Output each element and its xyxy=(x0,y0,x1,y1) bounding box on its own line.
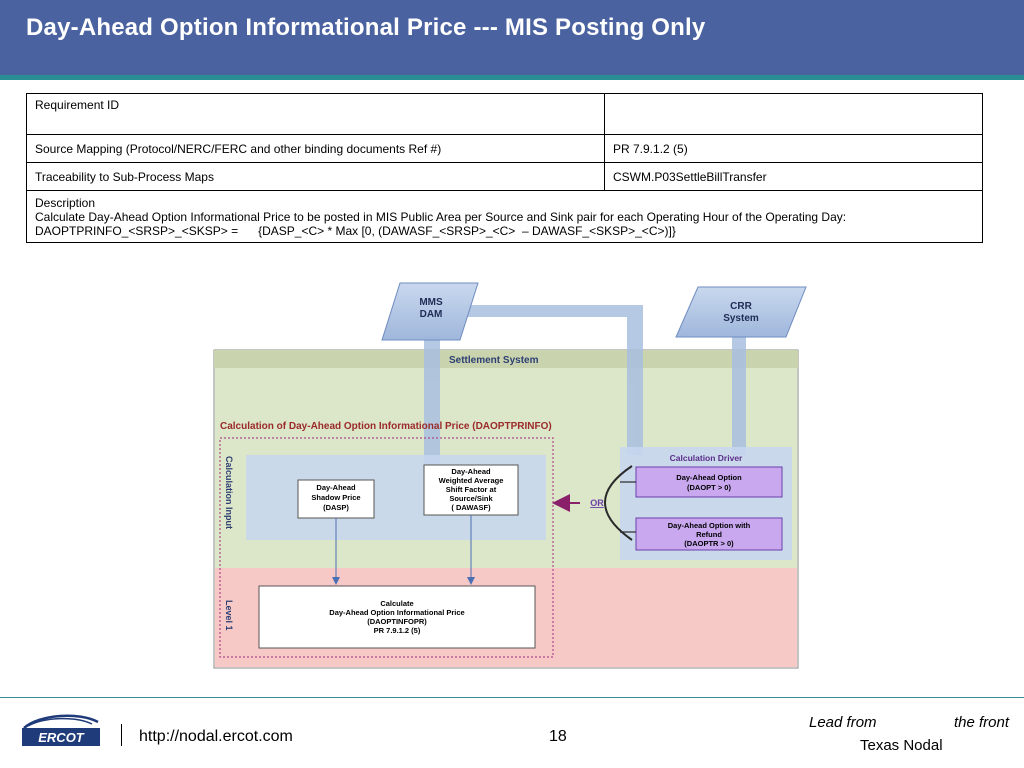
crr-system-node: CRR System xyxy=(675,286,807,338)
daopt-line-1: Day-Ahead Option xyxy=(676,473,742,482)
title-divider xyxy=(0,75,1024,80)
source-mapping-value: PR 7.9.1.2 (5) xyxy=(604,134,983,163)
footer-url-link[interactable]: http://nodal.ercot.com xyxy=(139,728,293,745)
footer-divider xyxy=(0,697,1024,698)
dam-label: DAM xyxy=(420,309,443,320)
or-connector: OR xyxy=(552,465,636,541)
calculate-line-1: Calculate xyxy=(380,599,413,608)
footer-separator xyxy=(121,724,122,746)
flow-band xyxy=(424,305,746,465)
dawasf-box: Day-Ahead Weighted Average Shift Factor … xyxy=(423,464,519,516)
slide-title: Day-Ahead Option Informational Price ---… xyxy=(26,14,706,41)
daoptr-line-3: (DAOPTR > 0) xyxy=(684,539,734,548)
dawasf-line-1: Day-Ahead xyxy=(451,467,491,476)
description-cell: Description Calculate Day-Ahead Option I… xyxy=(26,190,983,243)
dasp-line-2: Shadow Price xyxy=(311,493,360,502)
calculate-line-2: Day-Ahead Option Informational Price xyxy=(329,608,464,617)
title-bar: Day-Ahead Option Informational Price ---… xyxy=(0,0,1024,75)
system-label: System xyxy=(723,313,759,324)
calculation-title: Calculation of Day-Ahead Option Informat… xyxy=(220,421,552,432)
daoptr-box: Day-Ahead Option with Refund (DAOPTR > 0… xyxy=(635,517,783,551)
calculate-line-4: PR 7.9.1.2 (5) xyxy=(374,626,421,635)
daopt-line-2: (DAOPT > 0) xyxy=(687,483,731,492)
tagline-texas-nodal: Texas Nodal xyxy=(860,737,943,754)
dasp-line-1: Day-Ahead xyxy=(316,483,356,492)
tagline-the-front: the front xyxy=(954,714,1010,731)
dawasf-line-3: Shift Factor at xyxy=(446,485,497,494)
level-1-label: Level 1 xyxy=(224,600,234,631)
dawasf-line-4: Source/Sink xyxy=(449,494,493,503)
dawasf-line-2: Weighted Average xyxy=(439,476,504,485)
calculate-line-3: (DAOPTINFOPR) xyxy=(367,617,427,626)
tagline-lead-from: Lead from xyxy=(809,714,877,731)
settlement-system-label: Settlement System xyxy=(449,355,539,366)
ercot-logo-text: ERCOT xyxy=(38,730,85,745)
mms-dam-node: MMS DAM xyxy=(381,282,479,341)
traceability-value: CSWM.P03SettleBillTransfer xyxy=(604,162,983,191)
mms-label: MMS xyxy=(419,297,443,308)
calculation-driver-label: Calculation Driver xyxy=(670,453,743,463)
daoptr-line-2: Refund xyxy=(696,530,722,539)
requirement-id-label: Requirement ID xyxy=(26,93,605,135)
or-label: OR xyxy=(590,498,604,508)
table-row: Description Calculate Day-Ahead Option I… xyxy=(26,190,983,243)
description-formula: DAOPTPRINFO_<SRSP>_<SKSP> = {DASP_<C> * … xyxy=(35,224,676,238)
calculate-box: Calculate Day-Ahead Option Informational… xyxy=(258,585,536,649)
table-row: Traceability to Sub-Process Maps CSWM.P0… xyxy=(26,162,983,191)
requirement-table: Requirement ID Source Mapping (Protocol/… xyxy=(26,93,983,243)
daoptr-line-1: Day-Ahead Option with xyxy=(668,521,751,530)
description-heading: Description xyxy=(35,196,96,210)
ercot-logo: ERCOT xyxy=(22,714,100,746)
dawasf-line-5: ( DAWASF) xyxy=(451,503,491,512)
calculation-input-label: Calculation Input xyxy=(224,456,234,529)
description-text: Calculate Day-Ahead Option Informational… xyxy=(35,210,847,224)
daopt-box: Day-Ahead Option (DAOPT > 0) xyxy=(635,466,783,498)
page-number: 18 xyxy=(549,728,567,745)
crr-label: CRR xyxy=(730,301,752,312)
table-row: Requirement ID xyxy=(26,93,983,135)
dasp-box: Day-Ahead Shadow Price (DASP) xyxy=(297,479,375,519)
dasp-line-3: (DASP) xyxy=(323,503,349,512)
